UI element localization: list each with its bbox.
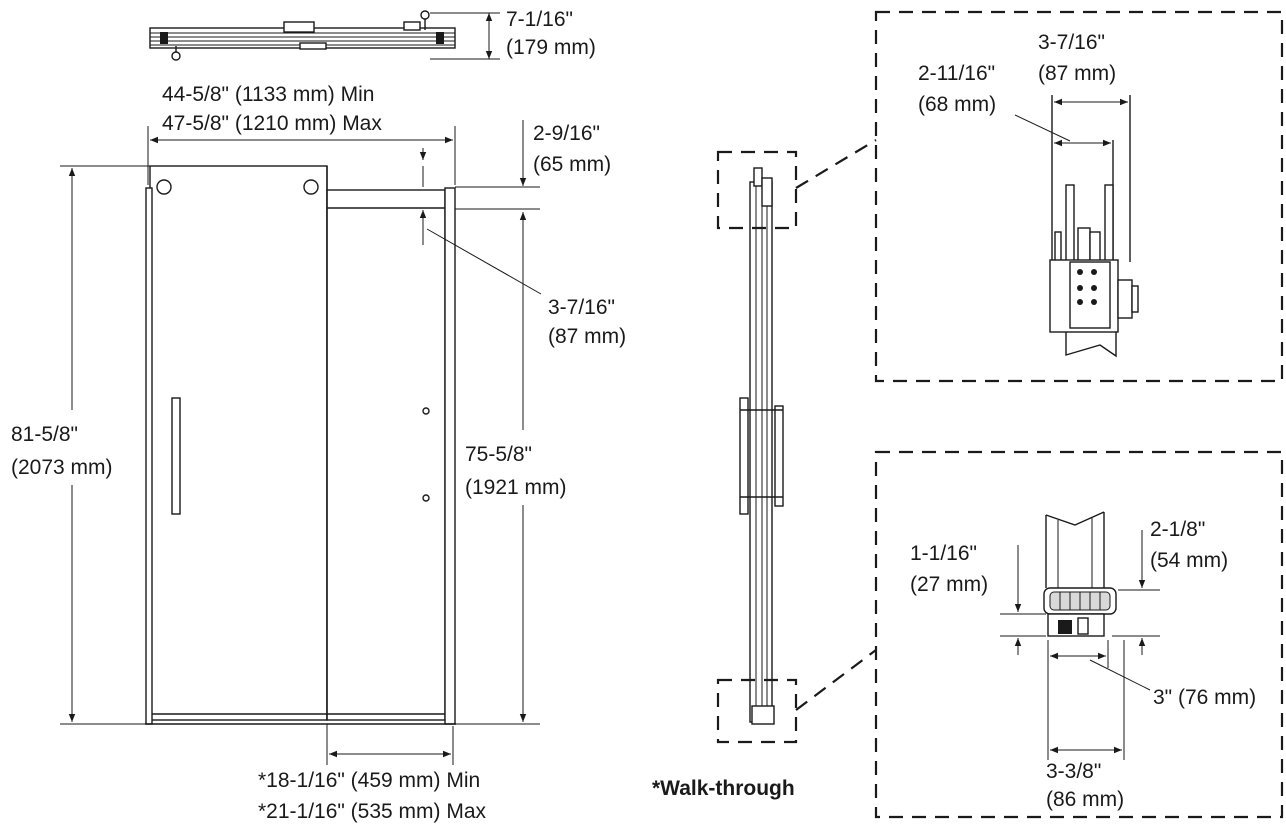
door-height-in: 75-5/8" (465, 443, 532, 466)
guide-height-mm: (54 mm) (1150, 549, 1228, 572)
walkthrough-note: *Walk-through (652, 777, 795, 800)
header-mm: (87 mm) (548, 325, 626, 348)
guide-height-in: 2-1/8" (1150, 518, 1205, 541)
gap-in: 1-1/16" (910, 542, 977, 565)
inner-width-mm: (68 mm) (918, 93, 996, 116)
detail-bottom: 2-1/8" (54 mm) 1-1/16" (27 mm) 3" (76 mm… (874, 450, 1284, 819)
width-max-label: 47-5/8" (1210 mm) Max (162, 112, 382, 135)
top-view: 7-1/16" (179 mm) (149, 8, 596, 61)
rail-width-in: 3-7/16" (1038, 31, 1105, 54)
gap-mm: (27 mm) (910, 573, 988, 596)
front-view: 44-5/8" (1133 mm) Min 47-5/8" (1210 mm) … (11, 83, 626, 823)
track-offset-mm: (65 mm) (533, 153, 611, 176)
overall-height-mm: (2073 mm) (11, 456, 113, 479)
guide-width: 3" (76 mm) (1153, 686, 1256, 709)
rail-width-mm: (87 mm) (1038, 62, 1116, 85)
overall-height-in: 81-5/8" (11, 423, 78, 446)
detail-top: 3-7/16" (87 mm) 2-11/16" (68 mm) (874, 10, 1284, 383)
side-view: *Walk-through (652, 139, 877, 800)
guide-depth-in-label: 3-3/8" (1046, 760, 1101, 783)
door-height-mm: (1921 mm) (465, 476, 567, 499)
walkthrough-min: *18-1/16" (459 mm) Min (258, 769, 480, 792)
guide-depth-mm: (86 mm) (1046, 788, 1124, 811)
header-in: 3-7/16" (548, 296, 615, 319)
width-min-label: 44-5/8" (1133 mm) Min (162, 83, 374, 106)
walkthrough-max: *21-1/16" (535 mm) Max (258, 800, 487, 823)
inner-width-in: 2-11/16" (918, 62, 995, 85)
top-depth-in: 7-1/16" (506, 8, 573, 31)
track-offset-in: 2-9/16" (533, 122, 600, 145)
top-depth-mm: (179 mm) (506, 36, 596, 59)
